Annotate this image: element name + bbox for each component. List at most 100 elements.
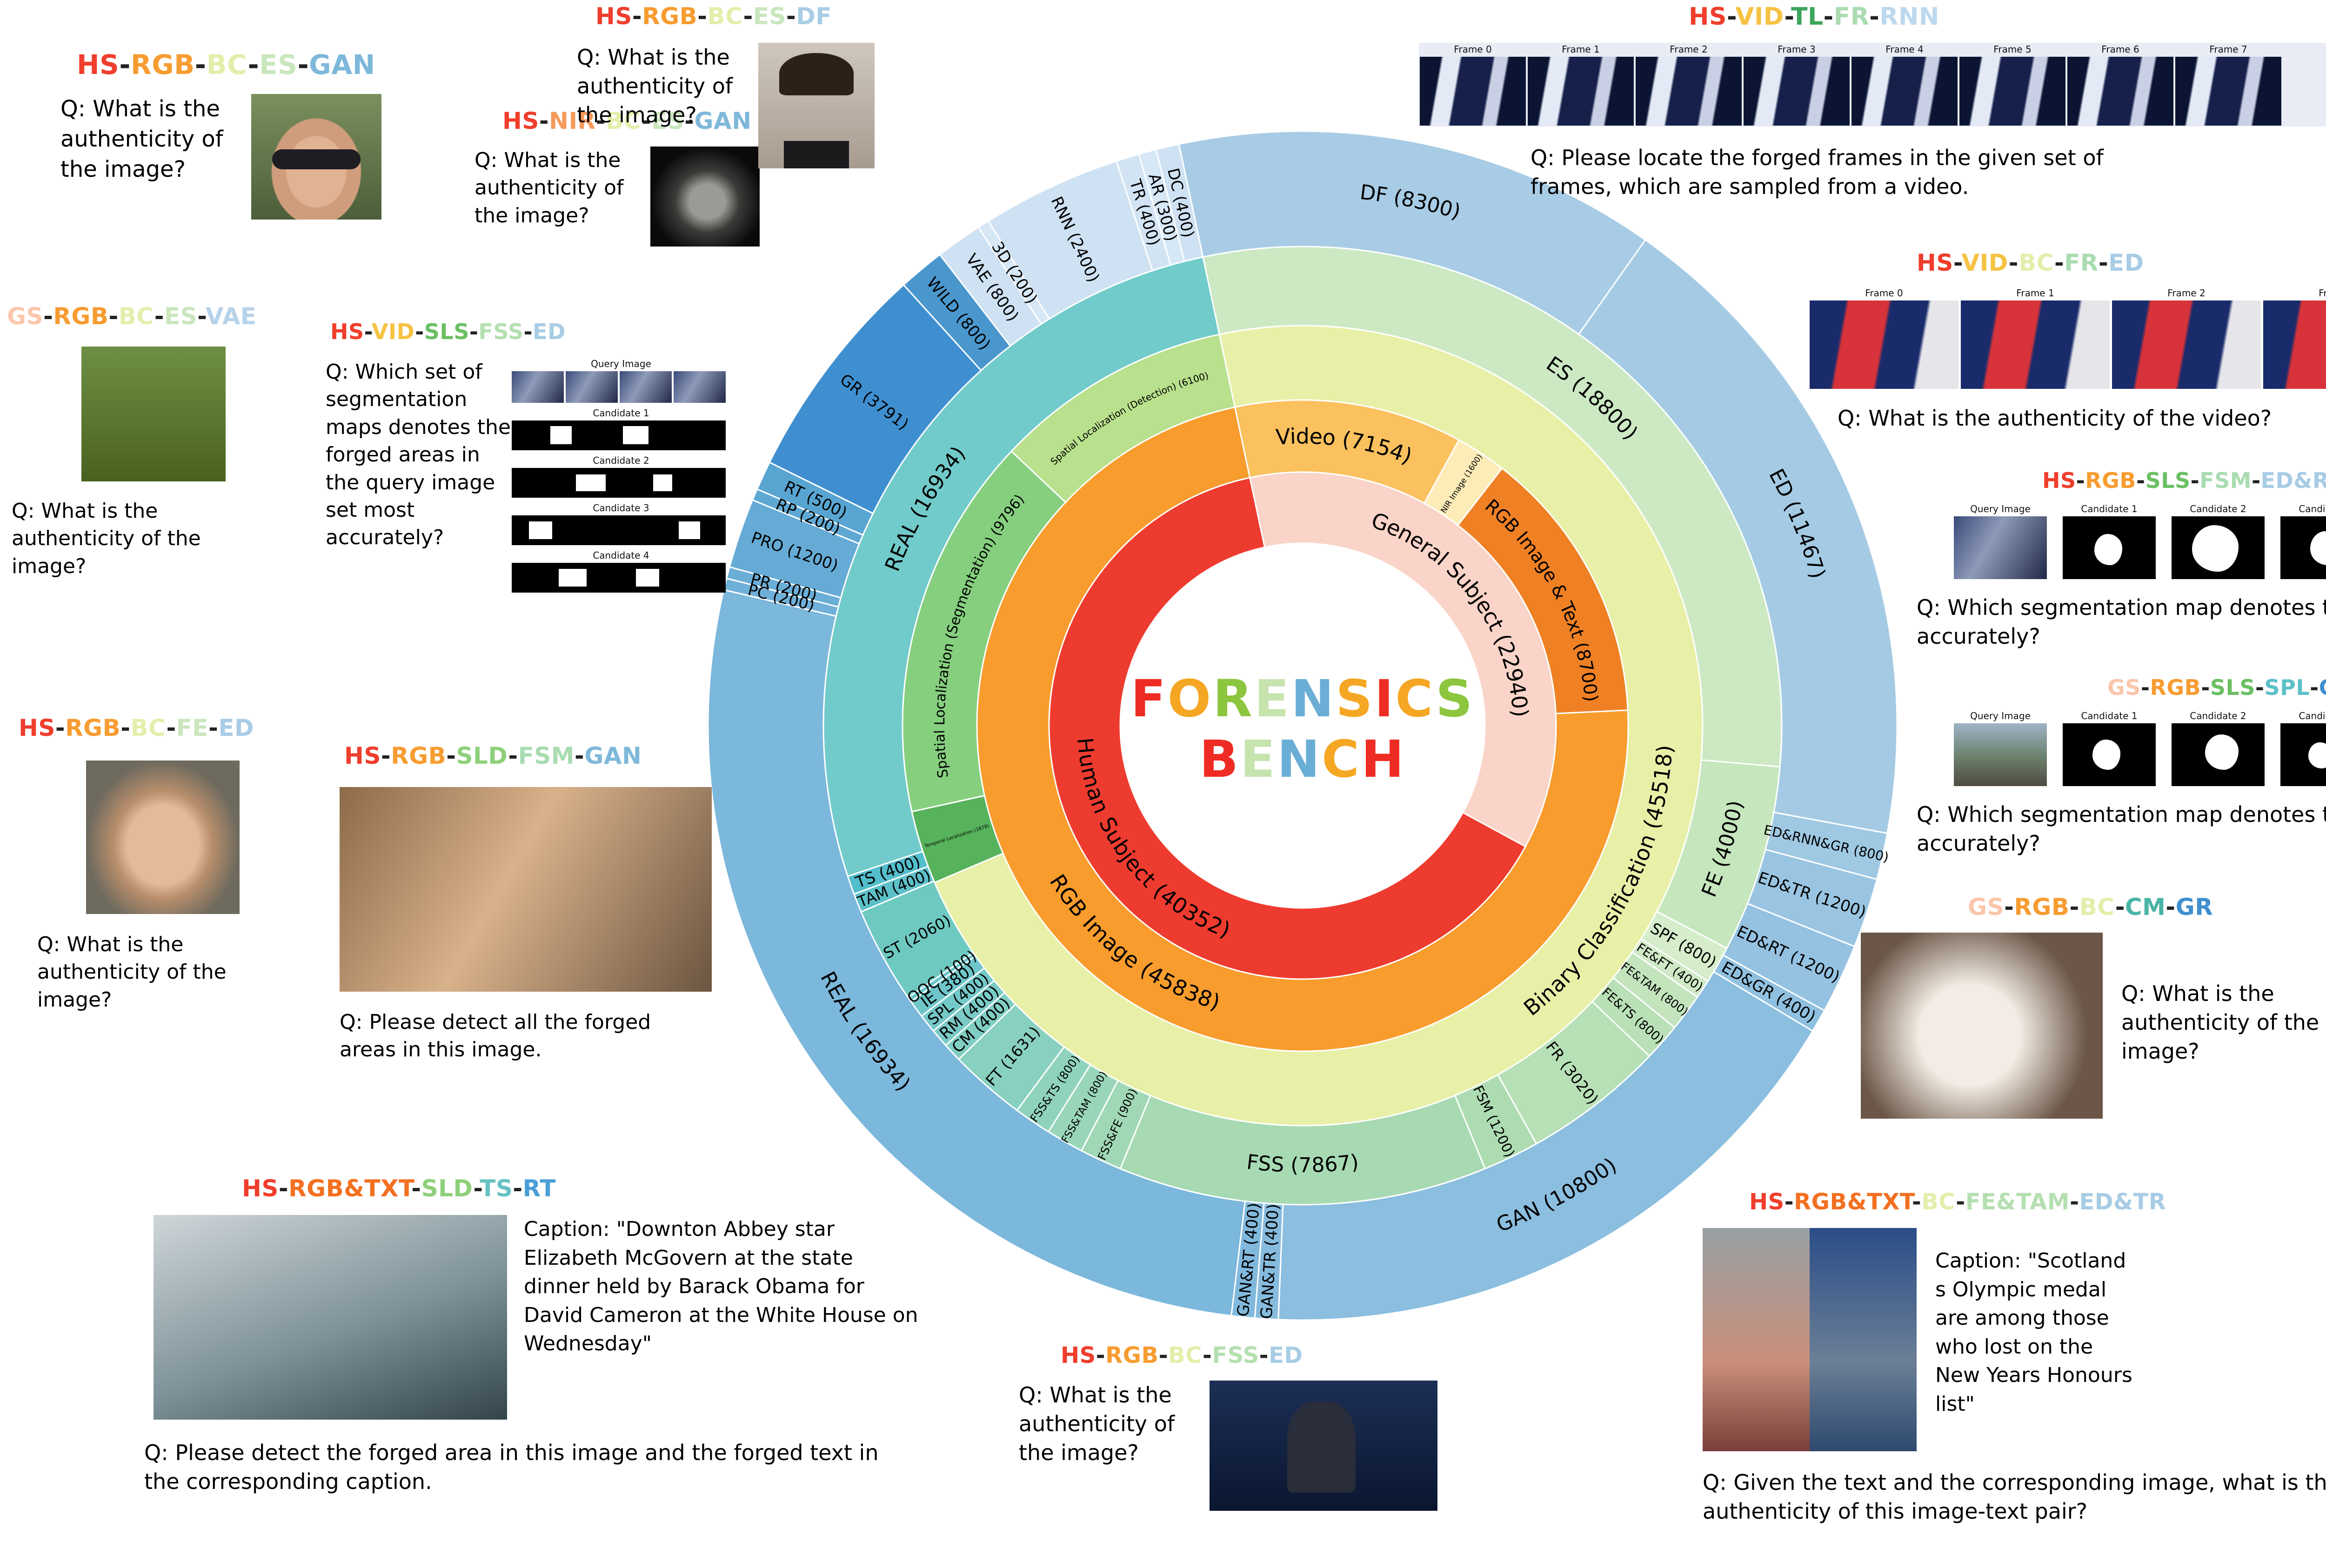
tag-token-ed: ED <box>218 714 254 741</box>
tag-token-hs: HS <box>595 3 632 30</box>
tag-token-sls: SLS <box>2145 468 2191 493</box>
tag-token-bc: BC <box>1921 1189 1956 1215</box>
tag-strip: HS-RGB&TXT-SLD-TS-RT <box>242 1175 556 1202</box>
question-text: Q: Which segmentation map denotes the fo… <box>1917 595 2326 649</box>
tag-token-bc: BC <box>206 49 248 80</box>
tag-strip: HS-RGB-SLD-FSM-GAN <box>344 742 642 769</box>
video-frame: Frame 4 <box>1851 44 1958 126</box>
tag-token-bc: BC <box>2079 894 2115 921</box>
tag-token-hs: HS <box>344 742 381 769</box>
question-text: Q: Please detect all the forged areas in… <box>340 1010 651 1062</box>
tag-strip: GS-RGB-SLS-SPL-GR <box>2107 677 2326 698</box>
frame-label: Frame 0 <box>1865 287 1903 299</box>
example-card-vid-fss-ed: HS-VID-SLS-FSS-ED Q: Which set of segmen… <box>326 321 744 593</box>
tag-token-vae: VAE <box>205 303 257 330</box>
video-frame: Frame 3 <box>1744 44 1850 126</box>
tag-token-gr: GR <box>2319 675 2326 700</box>
panel-label-candidate-3: Candidate 3 <box>2299 710 2326 721</box>
candidate-mask <box>2280 516 2326 579</box>
tag-token-fss: FSS <box>1212 1342 1259 1368</box>
coffee-cups-photo <box>1861 933 2103 1119</box>
tag-token-ed: ED <box>533 319 566 344</box>
video-frame: Frame 1 <box>1528 44 1634 126</box>
example-card-fe-ed: HS-RGB-BC-FE-ED Q: What is the authentic… <box>19 716 307 1014</box>
example-card-cm-gr-coffee: GS-RGB-BC-CM-GR Q: What is the authentic… <box>1856 895 2326 1119</box>
video-frame: Frame 0 <box>1420 44 1526 126</box>
tag-token-gan: GAN <box>309 49 375 80</box>
query-image <box>1954 516 2047 579</box>
query-candidate-panel: Query Image Candidate 1 Candidate 2 Cand… <box>512 358 730 593</box>
tag-token-hs: HS <box>1749 1189 1785 1215</box>
example-card-sls-fsm-edrnngr: HS-RGB-SLS-FSM-ED&RNN&GR Query Image Can… <box>1889 470 2326 651</box>
question-text: Q: What is the authenticity of the image… <box>12 499 201 578</box>
tag-strip: HS-RGB&TXT-BC-FE&TAM-ED&TR <box>1749 1189 2166 1215</box>
question-text: Q: Please detect the forged area in this… <box>144 1440 879 1495</box>
question-text: Q: What is the authenticity of the image… <box>60 96 223 182</box>
frame-label: Frame 3 <box>1778 44 1816 55</box>
tag-strip: HS-RGB-BC-FE-ED <box>19 714 254 741</box>
doll-face-photo <box>758 43 875 168</box>
panel-label-query: Query Image <box>1970 503 2031 514</box>
tag-token-tl: TL <box>1791 3 1824 31</box>
example-card-sls-spl-gr: GS-RGB-SLS-SPL-GR Query Image Candidate … <box>1889 677 2326 858</box>
face-photo-sunglasses <box>251 94 381 220</box>
tag-token-bc: BC <box>2018 249 2054 276</box>
panel-label-candidate-3: Candidate 3 <box>593 502 649 514</box>
tag-token-gs: GS <box>7 303 44 330</box>
example-card-sld-ts-rt: HS-RGB&TXT-SLD-TS-RT Caption: "Downton A… <box>135 1177 944 1496</box>
sunburst-svg: General Subject (22940)Human Subject (40… <box>707 130 1898 1321</box>
frame-label: Frame 1 <box>2016 287 2054 299</box>
tag-token-rt: RT <box>522 1175 556 1202</box>
example-card-es-df-doll: HS-RGB-BC-ES-DF Q: What is the authentic… <box>577 5 949 168</box>
tag-strip: HS-RGB-BC-ES-DF <box>595 3 832 30</box>
tag-token-rgb-txt: RGB&TXT <box>1794 1189 1912 1215</box>
panel-label-query: Query Image <box>1970 710 2031 721</box>
tag-token-fe: FE <box>176 714 209 741</box>
question-text: Q: What is the authenticity of the image… <box>1019 1382 1175 1466</box>
video-frame: Frame 0 <box>1810 287 1958 389</box>
sunburst-wedge-label: FSS (7867) <box>1245 1150 1360 1177</box>
tag-token-rgb: RGB <box>1105 1342 1159 1368</box>
question-text: Q: What is the authenticity of the image… <box>475 148 624 227</box>
example-card-nir-gan: HS-NIR-BC-ES-GAN Q: What is the authenti… <box>475 109 782 247</box>
video-frame: Frame 2 <box>2112 287 2261 389</box>
video-frame: Frame 3 <box>2263 287 2326 389</box>
tag-token-hs: HS <box>1689 3 1727 31</box>
candidate-mask <box>2172 516 2265 579</box>
candidate-mask <box>2063 516 2156 579</box>
tag-token-vid: VID <box>1961 249 2009 276</box>
query-frame <box>566 371 618 403</box>
candidate-mask <box>2280 723 2326 786</box>
frame-label: Frame 4 <box>1885 44 1924 55</box>
tag-token-bc: BC <box>1168 1342 1203 1368</box>
frame-label: Frame 2 <box>1670 44 1708 55</box>
tag-token-es: ES <box>753 3 786 30</box>
center-title-line: BENCH <box>1199 729 1406 789</box>
tag-token-fss: FSS <box>478 319 524 344</box>
caption-text: Caption: "Downton Abbey star Elizabeth M… <box>524 1217 918 1356</box>
tag-token-hs: HS <box>19 714 55 741</box>
tag-token-bc: BC <box>707 3 743 30</box>
frame-label: Frame 3 <box>2319 287 2326 299</box>
candidate-panel: Query Image Candidate 1 Candidate 2 Cand… <box>1954 503 2326 579</box>
video-frame: Frame 1 <box>1961 287 2110 389</box>
sunburst-center-hole <box>1120 543 1485 908</box>
tag-token-gan: GAN <box>584 742 642 769</box>
frame-label: Frame 0 <box>1454 44 1492 55</box>
panel-label-candidate-1: Candidate 1 <box>593 407 649 419</box>
video-frame: Frame 7 <box>2175 44 2281 126</box>
tag-token-hs: HS <box>77 49 120 80</box>
tag-token-hs: HS <box>1061 1342 1096 1368</box>
tag-token-hs: HS <box>1917 249 1953 276</box>
query-image <box>1954 723 2047 786</box>
tag-token-ed: ED <box>2108 249 2144 276</box>
tag-token-bc: BC <box>118 303 154 330</box>
tag-token-cm: CM <box>2125 894 2166 921</box>
frame-label: Frame 5 <box>1993 44 2032 55</box>
example-card-vae-dog: GS-RGB-BC-ES-VAE Q: What is the authenti… <box>7 305 305 580</box>
tag-token-rgb: RGB <box>2014 894 2070 921</box>
question-text: Q: What is the authenticity of the image… <box>37 933 227 1012</box>
question-text: Q: What is the authenticity of the video… <box>1838 406 2272 431</box>
tag-token-rgb: RGB <box>53 303 109 330</box>
question-text: Q: Which segmentation map denotes the fo… <box>1917 802 2326 856</box>
